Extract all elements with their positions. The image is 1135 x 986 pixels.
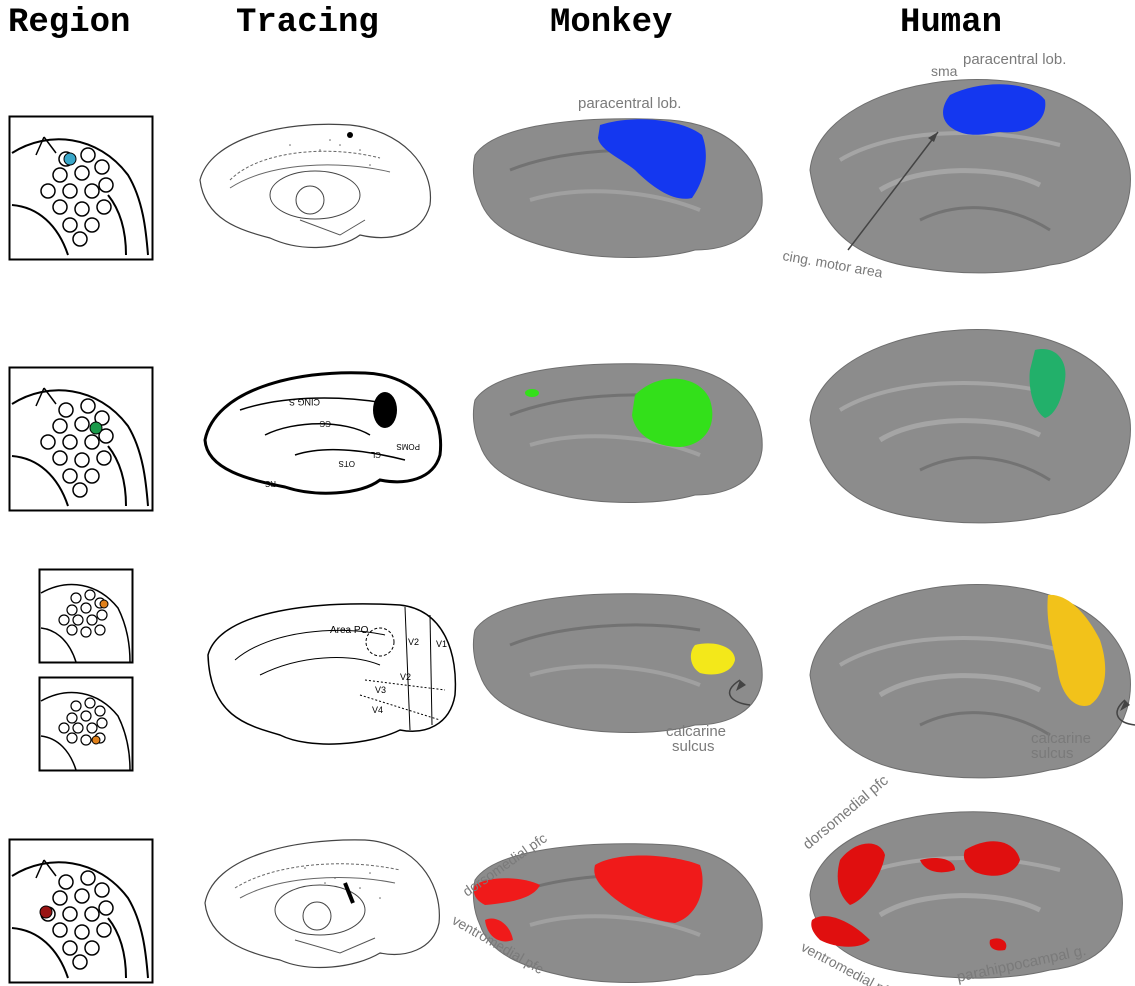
label-sulcus-monkey: sulcus bbox=[672, 738, 715, 755]
monkey-brain-4: dorsomedial pfc ventromedial pfc bbox=[445, 805, 775, 985]
activation-paracentral-human bbox=[943, 84, 1045, 134]
tracing-label-v2b: V2 bbox=[400, 672, 411, 682]
human-brain-3: calcarine sulcus bbox=[800, 555, 1135, 795]
tracing-label-ots: OTS bbox=[339, 459, 355, 468]
monkey-brain-1: paracentral lob. bbox=[470, 110, 770, 270]
seed-dot-3a bbox=[100, 600, 108, 608]
tracing-drawing-1 bbox=[190, 110, 440, 260]
tracing-drawing-2: CING S CC POMS CL OTS RS bbox=[195, 355, 450, 505]
region-schematic-2 bbox=[8, 366, 154, 512]
tracing-label-cing: CING S bbox=[289, 397, 320, 407]
region-schematic-3a bbox=[38, 568, 134, 664]
tracing-label-v2a: V2 bbox=[408, 637, 419, 647]
label-paracentral-monkey: paracentral lob. bbox=[578, 95, 681, 112]
monkey-brain-3: calcarine sulcus bbox=[470, 585, 770, 785]
label-sulcus-human: sulcus bbox=[1031, 745, 1074, 762]
tracing-label-rs: RS bbox=[265, 479, 276, 488]
human-brain-2 bbox=[800, 300, 1135, 540]
seed-dot-4 bbox=[40, 906, 52, 918]
tracing-label-area-po: Area PO bbox=[330, 625, 369, 636]
monkey-header: Monkey bbox=[550, 4, 672, 42]
tracing-drawing-4 bbox=[195, 828, 450, 978]
region-header: Region bbox=[8, 4, 130, 42]
human-brain-4: dorsomedial pfc ventromedial pfc parahip… bbox=[790, 800, 1135, 986]
tracing-drawing-3: Area PO V1 V2 V2 V3 V4 bbox=[200, 595, 460, 755]
tracing-label-cc: CC bbox=[319, 419, 331, 428]
tracing-label-v3: V3 bbox=[375, 685, 386, 695]
tracing-header: Tracing bbox=[236, 4, 379, 42]
tracing-label-v4: V4 bbox=[372, 705, 383, 715]
label-sma: sma bbox=[931, 63, 958, 79]
human-brain-1: sma paracentral lob. cing. motor area bbox=[800, 50, 1135, 290]
human-header: Human bbox=[900, 4, 1002, 42]
seed-dot-2 bbox=[90, 422, 102, 434]
tracing-label-v1: V1 bbox=[436, 639, 447, 649]
label-paracentral-human: paracentral lob. bbox=[963, 51, 1066, 68]
monkey-brain-2 bbox=[470, 355, 770, 515]
region-schematic-1 bbox=[8, 115, 154, 261]
region-schematic-3b bbox=[38, 676, 134, 772]
seed-dot-1 bbox=[64, 153, 76, 165]
tracing-label-ct: CL bbox=[370, 450, 381, 459]
region-schematic-4 bbox=[8, 838, 154, 984]
tracing-label-pom: POMS bbox=[396, 442, 420, 451]
seed-dot-3b bbox=[92, 736, 100, 744]
